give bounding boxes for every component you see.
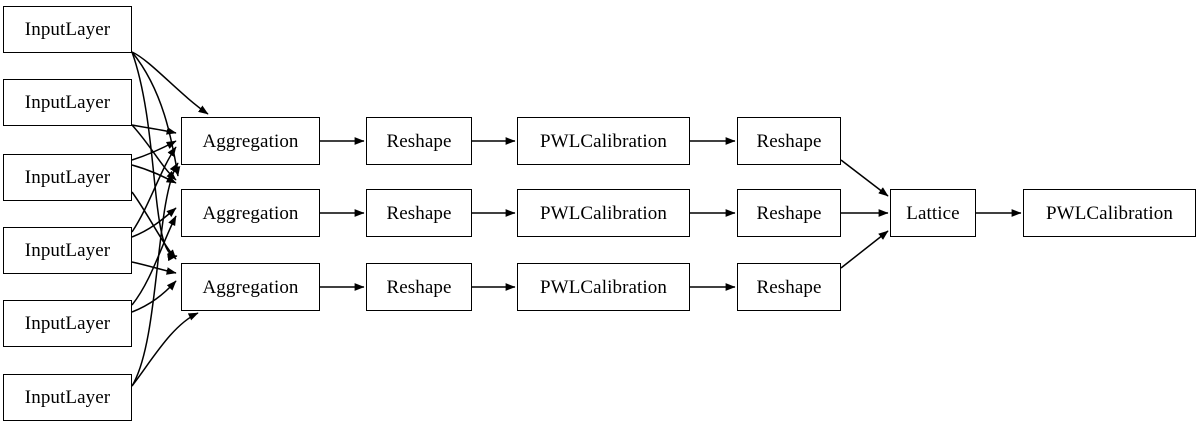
node-pwlcalibration-output[interactable]: PWLCalibration — [1023, 189, 1196, 237]
node-lattice[interactable]: Lattice — [890, 189, 976, 237]
node-label: Reshape — [756, 202, 822, 224]
node-label: PWLCalibration — [540, 202, 667, 224]
node-pwlcalibration-1c[interactable]: PWLCalibration — [517, 263, 690, 311]
node-label: Reshape — [756, 276, 822, 298]
node-input-layer-2[interactable]: InputLayer — [3, 79, 132, 126]
node-reshape-2b[interactable]: Reshape — [737, 189, 841, 237]
node-pwlcalibration-1a[interactable]: PWLCalibration — [517, 117, 690, 165]
node-aggregation-1[interactable]: Aggregation — [181, 117, 320, 165]
node-reshape-1c[interactable]: Reshape — [366, 263, 472, 311]
node-label: PWLCalibration — [540, 276, 667, 298]
node-label: InputLayer — [24, 240, 111, 261]
node-pwlcalibration-1b[interactable]: PWLCalibration — [517, 189, 690, 237]
node-label: Aggregation — [202, 130, 299, 152]
node-reshape-1a[interactable]: Reshape — [366, 117, 472, 165]
node-aggregation-2[interactable]: Aggregation — [181, 189, 320, 237]
node-label: Aggregation — [202, 276, 299, 298]
node-input-layer-1[interactable]: InputLayer — [3, 6, 132, 53]
node-reshape-2a[interactable]: Reshape — [737, 117, 841, 165]
node-input-layer-6[interactable]: InputLayer — [3, 374, 132, 421]
node-label: Lattice — [906, 202, 960, 224]
node-label: PWLCalibration — [1046, 202, 1173, 224]
node-aggregation-3[interactable]: Aggregation — [181, 263, 320, 311]
node-input-layer-3[interactable]: InputLayer — [3, 154, 132, 201]
node-label: Reshape — [756, 130, 822, 152]
node-label: Reshape — [386, 276, 452, 298]
node-label: InputLayer — [24, 313, 111, 334]
node-label: InputLayer — [24, 92, 111, 113]
node-label: InputLayer — [24, 167, 111, 188]
node-reshape-1b[interactable]: Reshape — [366, 189, 472, 237]
node-label: Reshape — [386, 130, 452, 152]
node-label: PWLCalibration — [540, 130, 667, 152]
node-label: InputLayer — [24, 387, 111, 408]
node-label: Aggregation — [202, 202, 299, 224]
node-input-layer-5[interactable]: InputLayer — [3, 300, 132, 347]
node-label: InputLayer — [24, 19, 111, 40]
node-input-layer-4[interactable]: InputLayer — [3, 227, 132, 274]
node-label: Reshape — [386, 202, 452, 224]
node-reshape-2c[interactable]: Reshape — [737, 263, 841, 311]
